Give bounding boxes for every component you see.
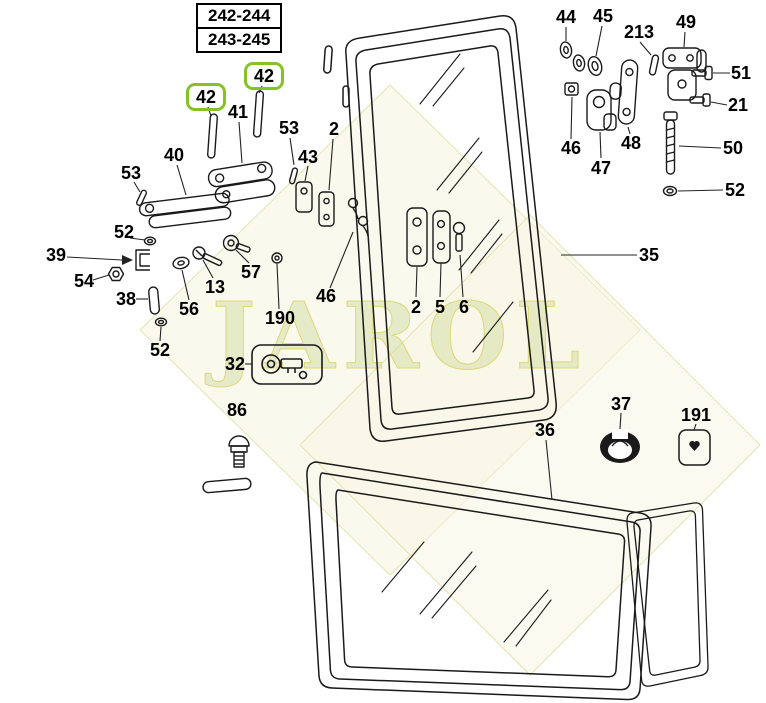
bracket-39-drawing (135, 249, 150, 271)
screw-21-drawing (689, 93, 711, 107)
part-label-46-a[interactable]: 46 (315, 286, 337, 306)
part-label-53-a[interactable]: 53 (278, 118, 300, 138)
hinge-41-drawing (207, 161, 276, 204)
door-edge-pin-drawing (342, 85, 350, 108)
part-label-48[interactable]: 48 (620, 133, 642, 153)
part-label-190[interactable]: 190 (264, 308, 296, 328)
part-label-38[interactable]: 38 (115, 289, 137, 309)
part-label-21[interactable]: 21 (727, 95, 749, 115)
hook-46-drawing (347, 197, 359, 209)
part-label-52-b[interactable]: 52 (149, 340, 171, 360)
part-label-50[interactable]: 50 (722, 138, 744, 158)
part-label-49[interactable]: 49 (675, 12, 697, 32)
plate-48-drawing (609, 59, 639, 125)
nut-190-drawing (271, 252, 283, 264)
pin-42-drawing (252, 90, 265, 138)
rivet-and-rod-drawing (202, 435, 252, 494)
part-label-56[interactable]: 56 (178, 299, 200, 319)
ring-52-drawing (154, 317, 168, 327)
part-label-5[interactable]: 5 (434, 297, 446, 317)
part-label-41[interactable]: 41 (227, 102, 249, 122)
part-label-191[interactable]: 191 (680, 405, 712, 425)
plate-2-drawing (318, 191, 335, 227)
hinge-cluster-right-drawing (559, 41, 713, 197)
lower-glass-reflections (381, 541, 552, 647)
part-label-32[interactable]: 32 (224, 354, 246, 374)
watermark-text: JAROL (205, 282, 588, 390)
fastener-cluster-left-drawing (107, 234, 283, 327)
nut-54-drawing (107, 266, 125, 282)
part-label-45[interactable]: 45 (592, 6, 614, 26)
part-label-6[interactable]: 6 (458, 297, 470, 317)
part-label-54[interactable]: 54 (73, 271, 95, 291)
door-mounted-parts-drawing (347, 197, 466, 267)
nut-46-drawing (564, 82, 579, 96)
hinge-arm-40-drawing (138, 192, 232, 229)
part-label-2-b[interactable]: 2 (410, 297, 422, 317)
part-label-53-b[interactable]: 53 (120, 163, 142, 183)
screw-51-drawing (691, 65, 713, 81)
pin-53-drawing (136, 189, 148, 206)
bolt-50-drawing (663, 111, 678, 175)
part-label-39[interactable]: 39 (45, 245, 67, 265)
part-label-13[interactable]: 13 (204, 277, 226, 297)
arrowhead-39 (122, 255, 133, 265)
pin-213-drawing (648, 54, 660, 76)
part-label-52-a[interactable]: 52 (113, 222, 135, 242)
part-label-40[interactable]: 40 (163, 145, 185, 165)
ring-52-drawing (143, 236, 157, 246)
part-label-2-a[interactable]: 2 (328, 119, 340, 139)
part-label-47[interactable]: 47 (590, 158, 612, 178)
part-label-213[interactable]: 213 (623, 22, 655, 42)
washer-44-drawing (559, 41, 573, 59)
part-label-46-b[interactable]: 46 (560, 138, 582, 158)
part-label-37[interactable]: 37 (610, 394, 632, 414)
rod-38-drawing (148, 286, 161, 315)
small-rod-drawing (323, 45, 333, 74)
washer-56-drawing (172, 256, 190, 270)
part-label-36[interactable]: 36 (534, 420, 556, 440)
hinge-cluster-left-drawing (136, 90, 335, 229)
door-frame-drawing (323, 15, 557, 442)
part-label-57[interactable]: 57 (240, 262, 262, 282)
washer-45-drawing (587, 55, 603, 77)
pin-53-drawing (288, 167, 299, 185)
seal-frame-drawing (626, 502, 709, 687)
bracket-47-drawing (586, 89, 612, 131)
hinge-49-drawing (662, 47, 707, 101)
plate-43-drawing (295, 181, 313, 213)
part-label-44[interactable]: 44 (555, 7, 577, 27)
part-label-42-highlighted-2[interactable]: 42 (243, 62, 285, 90)
model-reference-range-1[interactable]: 242-244 (208, 6, 271, 25)
lower-window-drawing (306, 461, 652, 701)
part-label-35[interactable]: 35 (638, 245, 660, 265)
door-glass-reflections (419, 53, 514, 353)
pin-42-drawing (207, 113, 218, 159)
model-reference-box[interactable]: 242-244 243-245 (196, 3, 283, 53)
clamp-37-drawing (600, 429, 640, 463)
part-label-52-c[interactable]: 52 (724, 180, 746, 200)
nut-52-drawing (662, 185, 678, 197)
part-label-86[interactable]: 86 (226, 400, 248, 420)
leader-lines (66, 25, 730, 501)
part-label-43[interactable]: 43 (297, 147, 319, 167)
part-label-42-highlighted-1[interactable]: 42 (185, 83, 227, 111)
model-reference-range-2[interactable]: 243-245 (198, 27, 281, 51)
part-label-51[interactable]: 51 (730, 63, 752, 83)
